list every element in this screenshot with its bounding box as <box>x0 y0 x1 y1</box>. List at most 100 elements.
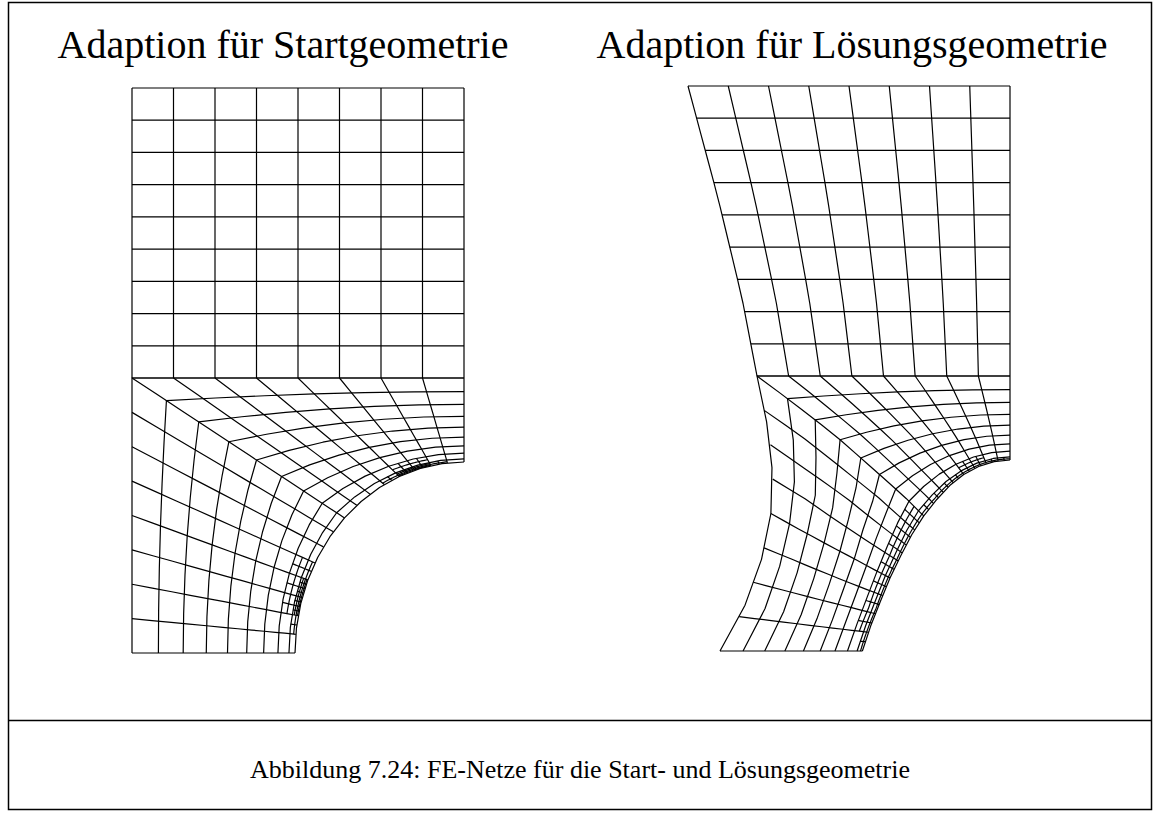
mesh-line <box>415 465 431 470</box>
panel-heading: Adaption für Startgeometrie <box>58 23 509 67</box>
mesh-line <box>1009 86 1010 376</box>
mesh-line <box>287 594 291 613</box>
mesh-line <box>739 617 868 633</box>
mesh-line <box>952 473 963 481</box>
mesh-line <box>183 404 464 653</box>
mesh-line <box>913 514 922 528</box>
mesh-line <box>867 592 874 611</box>
mesh-line <box>295 462 464 653</box>
mesh-line <box>132 313 464 314</box>
mesh-line <box>132 87 464 88</box>
mesh-line <box>764 410 914 529</box>
mesh-line <box>769 86 821 376</box>
mesh-line <box>228 427 464 653</box>
mesh-line <box>383 475 398 483</box>
mesh-line <box>859 612 867 632</box>
mesh-line <box>803 425 1010 651</box>
mesh-line <box>743 390 1010 651</box>
mesh-line <box>730 247 1010 248</box>
mesh-line <box>463 378 464 462</box>
mesh-line <box>392 464 409 470</box>
mesh-line <box>897 522 905 538</box>
mesh-line <box>757 376 924 516</box>
mesh-line <box>294 615 296 634</box>
mesh-line <box>132 249 464 250</box>
mesh-line <box>131 88 132 378</box>
mesh-line <box>423 378 448 463</box>
mesh-line <box>297 88 298 378</box>
mesh-line <box>905 506 914 521</box>
mesh-line <box>932 491 942 502</box>
mesh-line <box>728 86 788 376</box>
mesh-line <box>998 458 1010 460</box>
mesh-line <box>890 538 898 555</box>
mesh-line <box>751 343 1010 344</box>
mesh-line <box>339 88 340 378</box>
mesh-line <box>753 582 875 613</box>
mesh-line <box>173 88 174 378</box>
mesh-line <box>785 414 1010 651</box>
mesh-line <box>888 560 896 577</box>
mesh-line <box>298 587 304 589</box>
mesh-line <box>397 468 413 474</box>
mesh-line <box>745 311 1010 312</box>
mesh-line <box>247 437 464 653</box>
mesh-line <box>714 182 1010 183</box>
mesh-line <box>132 152 464 153</box>
mesh-line <box>264 446 464 653</box>
mesh-line <box>132 619 296 635</box>
mesh-line <box>430 462 447 465</box>
mesh-line <box>720 650 862 651</box>
mesh-line <box>132 345 464 346</box>
mesh-line <box>278 453 464 653</box>
mesh-line <box>256 88 257 378</box>
mesh-line <box>922 502 932 514</box>
mesh-line <box>738 279 1010 280</box>
mesh-line <box>889 86 915 376</box>
mesh-line <box>206 416 464 653</box>
mesh-line <box>874 574 882 593</box>
mesh-line <box>414 465 430 469</box>
mesh-line <box>771 514 890 578</box>
solution-mesh <box>688 86 1010 651</box>
mesh-line <box>722 214 1010 215</box>
mesh-line <box>697 118 1010 119</box>
mesh-line <box>132 378 464 653</box>
mesh-line <box>688 85 1010 86</box>
mesh-line <box>904 528 912 543</box>
mesh-line <box>296 557 303 575</box>
mesh-line <box>861 632 867 651</box>
mesh-line <box>942 481 952 491</box>
mesh-line <box>820 376 943 492</box>
mesh-line <box>882 555 890 573</box>
mesh-line <box>963 467 974 473</box>
mesh-line <box>867 613 874 632</box>
mesh-line <box>294 605 300 606</box>
mesh-line <box>132 652 295 653</box>
mesh-line <box>132 516 308 580</box>
mesh-line <box>132 216 464 217</box>
panel-heading: Adaption für Lösungsgeometrie <box>597 23 1108 67</box>
mesh-line <box>297 591 303 593</box>
mesh-line <box>720 376 1010 651</box>
mesh-line <box>897 544 905 560</box>
mesh-line <box>970 86 979 376</box>
mesh-line <box>214 88 215 378</box>
mesh-line <box>294 596 298 615</box>
caption-rule <box>8 720 1152 722</box>
mesh-line <box>930 86 947 376</box>
mesh-line <box>874 595 881 613</box>
mesh-line <box>835 444 1010 651</box>
mesh-line <box>380 88 381 378</box>
mesh-line <box>857 457 1010 651</box>
start-mesh <box>132 88 464 653</box>
mesh-line <box>158 392 464 653</box>
mesh-line <box>289 459 464 653</box>
mesh-line <box>381 378 431 466</box>
mesh-line <box>422 88 423 378</box>
mesh-line <box>705 150 1010 151</box>
mesh-line <box>132 584 298 615</box>
mesh-line <box>132 184 464 185</box>
mesh-line <box>293 610 299 611</box>
